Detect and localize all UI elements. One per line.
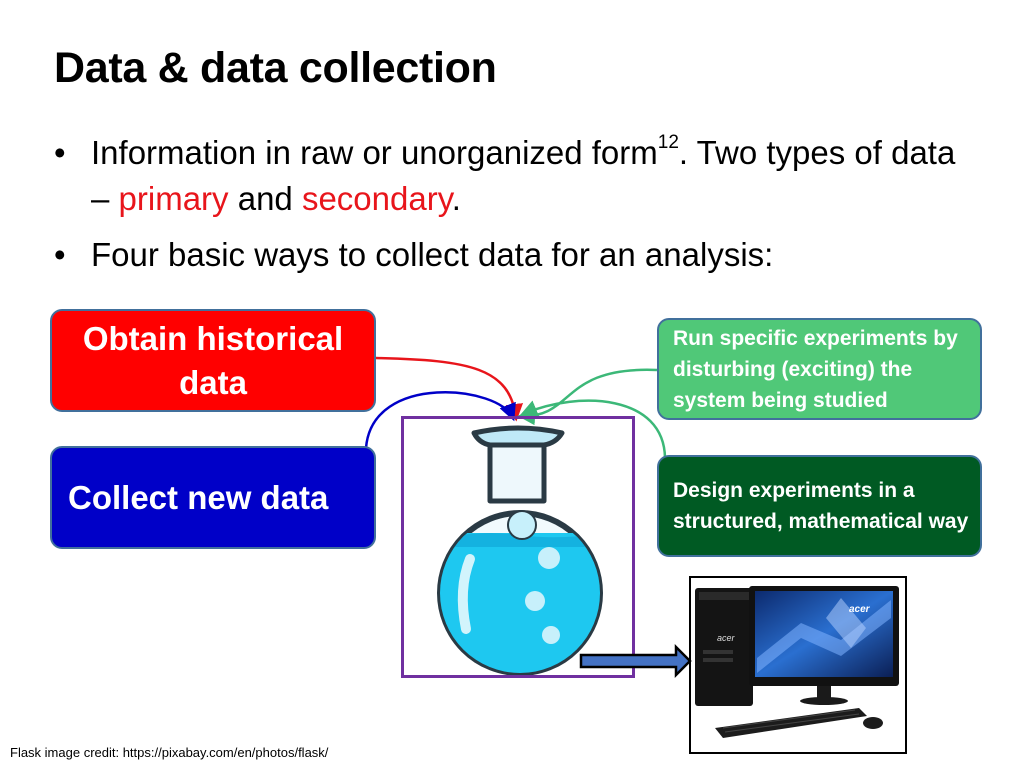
computer-icon	[695, 586, 899, 738]
collect-new-data-label: Collect new data	[68, 478, 329, 516]
term-secondary: secondary	[301, 180, 452, 217]
bullet-item-four-ways: • Four basic ways to collect data for an…	[54, 232, 974, 278]
historical-data-box: Obtain historical data	[50, 309, 376, 412]
run-experiments-label: Run specific experiments by disturbing (…	[673, 326, 958, 412]
computer-image-frame: acer acer	[689, 576, 907, 754]
run-experiments-box: Run specific experiments by disturbing (…	[657, 318, 982, 420]
bullet-text: Four basic ways to collect data for an a…	[91, 236, 774, 273]
connector-design-experiments	[519, 399, 667, 459]
reference-superscript: 12	[657, 132, 679, 153]
flask-image-frame	[401, 416, 635, 678]
historical-data-label: Obtain historical data	[82, 319, 344, 401]
bullet-dot: •	[54, 236, 66, 273]
image-credit: Flask image credit: https://pixabay.com/…	[10, 745, 329, 760]
bullet-text-pre: Information in raw or unorganized form	[91, 134, 658, 171]
bullet-text-and: and	[228, 180, 302, 217]
bullet-dot: •	[54, 134, 66, 171]
brand-label-screen: acer	[849, 604, 870, 615]
connector-historical	[375, 356, 524, 422]
bullet-list: • Information in raw or unorganized form…	[54, 130, 974, 288]
connector-new-data	[364, 391, 516, 449]
brand-label-tower: acer	[717, 633, 735, 643]
bullet-item-data-definition: • Information in raw or unorganized form…	[54, 130, 974, 222]
collect-new-data-box: Collect new data	[50, 446, 376, 549]
term-primary: primary	[118, 180, 229, 217]
flask-icon	[437, 425, 603, 675]
bullet-text-end: .	[451, 180, 461, 217]
design-experiments-label: Design experiments in a structured, math…	[673, 479, 969, 533]
slide-title: Data & data collection	[54, 44, 497, 92]
connector-run-experiments	[517, 368, 658, 426]
bullet-text-mid: . Two types of data –	[91, 134, 956, 217]
design-experiments-box: Design experiments in a structured, math…	[657, 455, 982, 557]
